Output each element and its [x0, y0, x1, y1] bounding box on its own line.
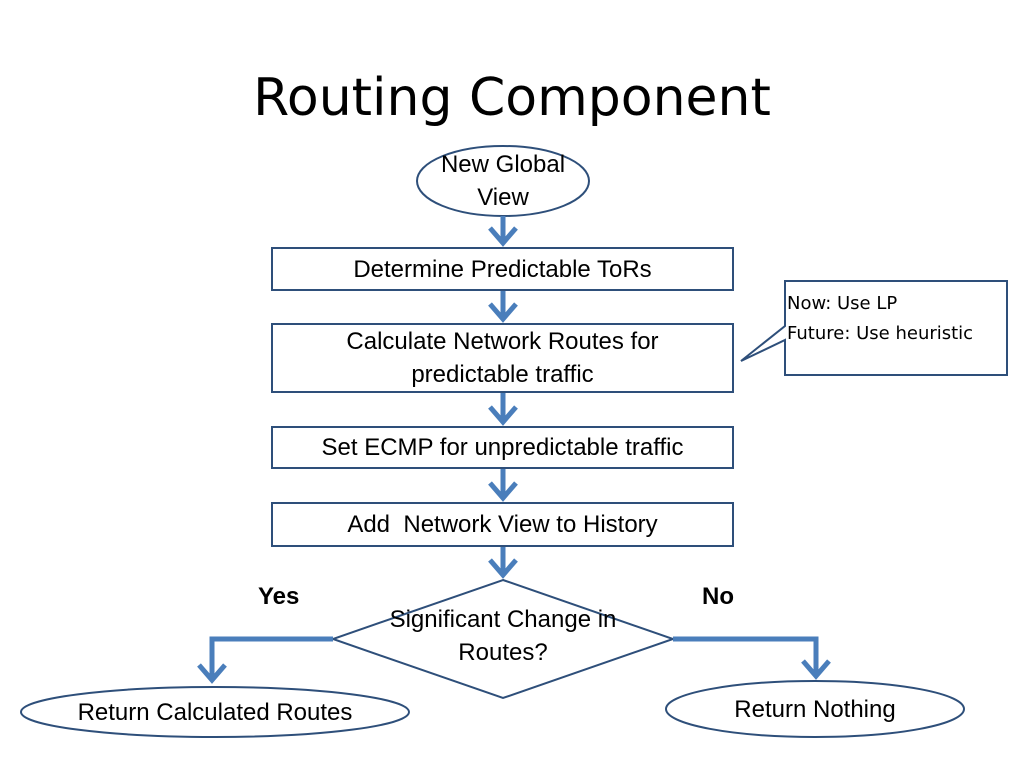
arrow-calculate-to-ecmp — [488, 393, 518, 426]
no-label: No — [702, 583, 734, 610]
return-nothing-label: Return Nothing — [734, 695, 896, 723]
page-title: Routing Component — [253, 68, 771, 128]
return-routes-label: Return Calculated Routes — [77, 698, 353, 726]
arrow-yes-branch — [197, 636, 333, 684]
arrow-history-to-decision — [488, 547, 518, 579]
callout-line-1: Now: Use LP — [787, 293, 898, 314]
determine-box — [271, 247, 734, 291]
callout-line-2: Future: Use heuristic — [787, 323, 974, 344]
arrow-determine-to-calculate — [488, 291, 518, 323]
arrow-ecmp-to-history — [488, 469, 518, 502]
start-label: New Global View — [440, 151, 566, 211]
arrow-start-to-determine — [488, 216, 518, 247]
history-box — [271, 502, 734, 547]
callout-shape — [740, 280, 1008, 376]
ecmp-label: Set ECMP for unpredictable traffic — [321, 434, 684, 461]
ecmp-box — [271, 426, 734, 469]
callout-text: Now: Use LP Future: Use heuristic — [787, 289, 1007, 349]
determine-label: Determine Predictable ToRs — [353, 255, 652, 283]
decision-label: Significant Change in Routes? — [389, 606, 617, 666]
arrows — [197, 216, 831, 684]
calculate-box — [271, 323, 734, 393]
calculate-label: Calculate Network Routes for predictable… — [346, 328, 659, 388]
return-routes-ellipse — [20, 686, 410, 738]
arrow-no-branch — [673, 636, 831, 680]
yes-label: Yes — [258, 583, 300, 610]
return-nothing-ellipse — [665, 680, 965, 738]
decision-diamond — [329, 578, 677, 700]
history-label: Add Network View to History — [347, 511, 658, 538]
